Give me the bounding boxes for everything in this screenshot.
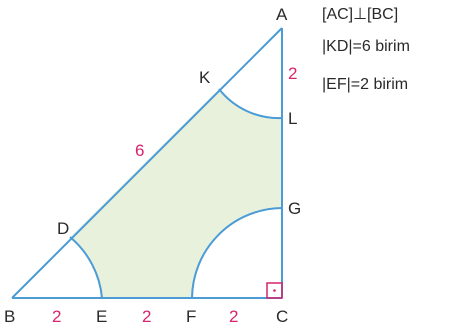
given-ef-length: |EF|=2 birim xyxy=(322,76,409,93)
right-angle-marker xyxy=(266,282,283,299)
side-ab xyxy=(11,27,283,299)
length-label-fc: 2 xyxy=(229,307,238,326)
point-label-c: C xyxy=(276,307,288,326)
length-label-al: 2 xyxy=(288,64,297,83)
arc-d-e xyxy=(69,236,103,299)
right-angle-dot xyxy=(273,289,276,292)
point-label-d: D xyxy=(57,219,69,238)
given-perpendicular: [AC]⊥[BC] xyxy=(322,6,399,23)
arc-f-g xyxy=(191,207,283,299)
given-kd-length: |KD|=6 birim xyxy=(322,38,410,55)
shaded-region xyxy=(70,89,282,298)
point-label-e: E xyxy=(96,307,107,326)
point-label-b: B xyxy=(4,307,15,326)
point-label-a: A xyxy=(276,5,288,24)
point-label-g: G xyxy=(288,199,301,218)
point-label-f: F xyxy=(186,307,196,326)
point-label-l: L xyxy=(288,109,297,128)
arc-k-l xyxy=(218,88,283,120)
point-label-k: K xyxy=(199,68,211,87)
length-label-ef: 2 xyxy=(142,307,151,326)
length-label-ak: 6 xyxy=(135,141,144,160)
length-label-be: 2 xyxy=(52,307,61,326)
